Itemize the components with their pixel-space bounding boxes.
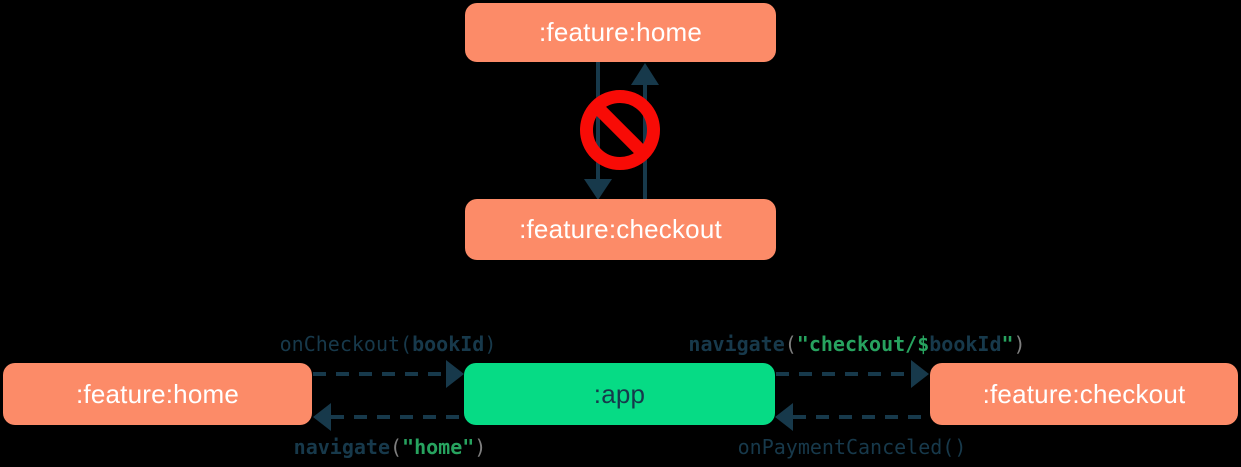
arrow-checkout-to-app xyxy=(775,403,929,431)
module-box-feature-checkout-top: :feature:checkout xyxy=(465,199,776,260)
arrow-app-to-home xyxy=(313,403,463,431)
code-segment: "home" xyxy=(402,435,475,459)
module-label: :feature:home xyxy=(75,378,240,409)
code-segment: onCheckout( xyxy=(279,332,413,356)
no-entry-icon xyxy=(580,90,660,170)
code-segment: ) xyxy=(484,332,497,356)
module-box-feature-home-top: :feature:home xyxy=(465,3,776,62)
module-label: :feature:checkout xyxy=(982,378,1186,409)
code-segment: navigate xyxy=(688,332,785,356)
code-segment: " xyxy=(1001,332,1014,356)
code-segment: ( xyxy=(784,332,797,356)
module-label: :feature:checkout xyxy=(519,214,722,244)
module-box-feature-home: :feature:home xyxy=(3,363,312,425)
label-on-checkout: onCheckout(bookId) xyxy=(280,333,497,356)
arrow-home-to-app xyxy=(313,360,464,388)
arrow-checkout-to-home xyxy=(631,63,659,199)
code-segment: navigate xyxy=(293,435,390,459)
module-box-app: :app xyxy=(464,363,775,425)
arrow-home-to-checkout xyxy=(584,62,612,200)
label-on-payment-canceled: onPaymentCanceled() xyxy=(738,436,967,459)
arrow-app-to-checkout xyxy=(776,360,929,388)
code-segment: bookId xyxy=(929,332,1002,356)
module-box-feature-checkout: :feature:checkout xyxy=(930,363,1238,425)
code-segment: onPaymentCanceled() xyxy=(737,435,967,459)
code-segment: ) xyxy=(1013,332,1026,356)
code-segment: "checkout/$ xyxy=(796,332,930,356)
label-navigate-home: navigate("home") xyxy=(294,436,487,459)
module-label: :feature:home xyxy=(538,17,703,47)
module-label: :app xyxy=(593,378,646,409)
code-segment: ) xyxy=(474,435,487,459)
label-navigate-checkout: navigate("checkout/$bookId") xyxy=(688,333,1025,356)
code-segment: ( xyxy=(389,435,403,459)
code-segment: bookId xyxy=(412,332,485,356)
